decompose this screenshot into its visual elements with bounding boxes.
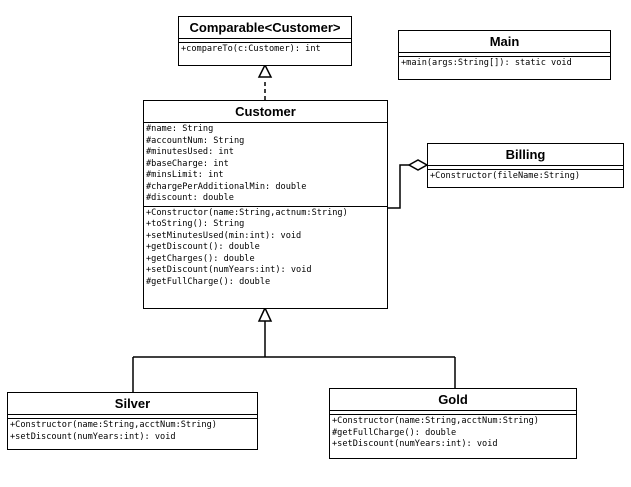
method-line: #getFullCharge(): double: [146, 276, 271, 287]
realization-arrowhead: [257, 63, 273, 78]
method-line: +getDiscount(): double: [146, 242, 260, 252]
attribute-line: #baseCharge: int: [146, 158, 229, 169]
class-gold[interactable]: Gold +Constructor(name:String,acctNum:St…: [329, 388, 577, 459]
class-customer-name: Customer: [144, 101, 387, 123]
aggregation-diamond: [407, 159, 429, 171]
class-gold-attributes: [330, 411, 576, 415]
method-line: +setDiscount(numYears:int): void: [146, 265, 312, 275]
class-silver-name: Silver: [8, 393, 257, 415]
method-line: +setDiscount(numYears:int): void: [332, 439, 498, 449]
class-billing-attributes: [428, 166, 623, 170]
class-silver-attributes: [8, 415, 257, 419]
class-customer-attributes: #name: String #accountNum: String #minut…: [144, 123, 387, 207]
aggregation-line: [387, 164, 409, 209]
attribute-line: #discount: double: [146, 193, 234, 203]
method-line: +Constructor(name:String,actnum:String): [146, 207, 348, 218]
method-line: +getCharges(): double: [146, 253, 255, 264]
method-line: +toString(): String: [146, 219, 245, 229]
class-main[interactable]: Main +main(args:String[]): static void: [398, 30, 611, 80]
class-customer-methods: +Constructor(name:String,actnum:String) …: [144, 207, 387, 290]
class-silver-methods: +Constructor(name:String,acctNum:String)…: [8, 419, 257, 444]
class-comparable-name: Comparable<Customer>: [179, 17, 351, 39]
class-main-attributes: [399, 53, 610, 57]
attribute-line: #minsLimit: int: [146, 170, 224, 180]
method-line: +compareTo(c:Customer): int: [181, 44, 321, 54]
class-gold-methods: +Constructor(name:String,acctNum:String)…: [330, 415, 576, 452]
class-billing-name: Billing: [428, 144, 623, 166]
attribute-line: #minutesUsed: int: [146, 147, 234, 157]
attribute-line: #chargePerAdditionalMin: double: [146, 181, 307, 192]
method-line: +Constructor(name:String,acctNum:String): [10, 420, 217, 430]
class-customer[interactable]: Customer #name: String #accountNum: Stri…: [143, 100, 388, 309]
attribute-line: #accountNum: String: [146, 135, 245, 146]
method-line: +Constructor(fileName:String): [430, 171, 581, 181]
class-comparable[interactable]: Comparable<Customer> +compareTo(c:Custom…: [178, 16, 352, 66]
method-line: #getFullCharge(): double: [332, 427, 457, 438]
class-billing-methods: +Constructor(fileName:String): [428, 170, 623, 184]
class-main-methods: +main(args:String[]): static void: [399, 57, 610, 71]
attribute-line: #name: String: [146, 124, 214, 134]
class-silver[interactable]: Silver +Constructor(name:String,acctNum:…: [7, 392, 258, 450]
class-main-name: Main: [399, 31, 610, 53]
class-comparable-methods: +compareTo(c:Customer): int: [179, 43, 351, 57]
class-gold-name: Gold: [330, 389, 576, 411]
method-line: +setMinutesUsed(min:int): void: [146, 230, 302, 241]
class-billing[interactable]: Billing +Constructor(fileName:String): [427, 143, 624, 188]
generalization-arrowhead: [257, 306, 273, 322]
method-line: +setDiscount(numYears:int): void: [10, 431, 176, 442]
method-line: +Constructor(name:String,acctNum:String): [332, 416, 539, 426]
class-comparable-attributes: [179, 39, 351, 43]
method-line: +main(args:String[]): static void: [401, 58, 572, 68]
